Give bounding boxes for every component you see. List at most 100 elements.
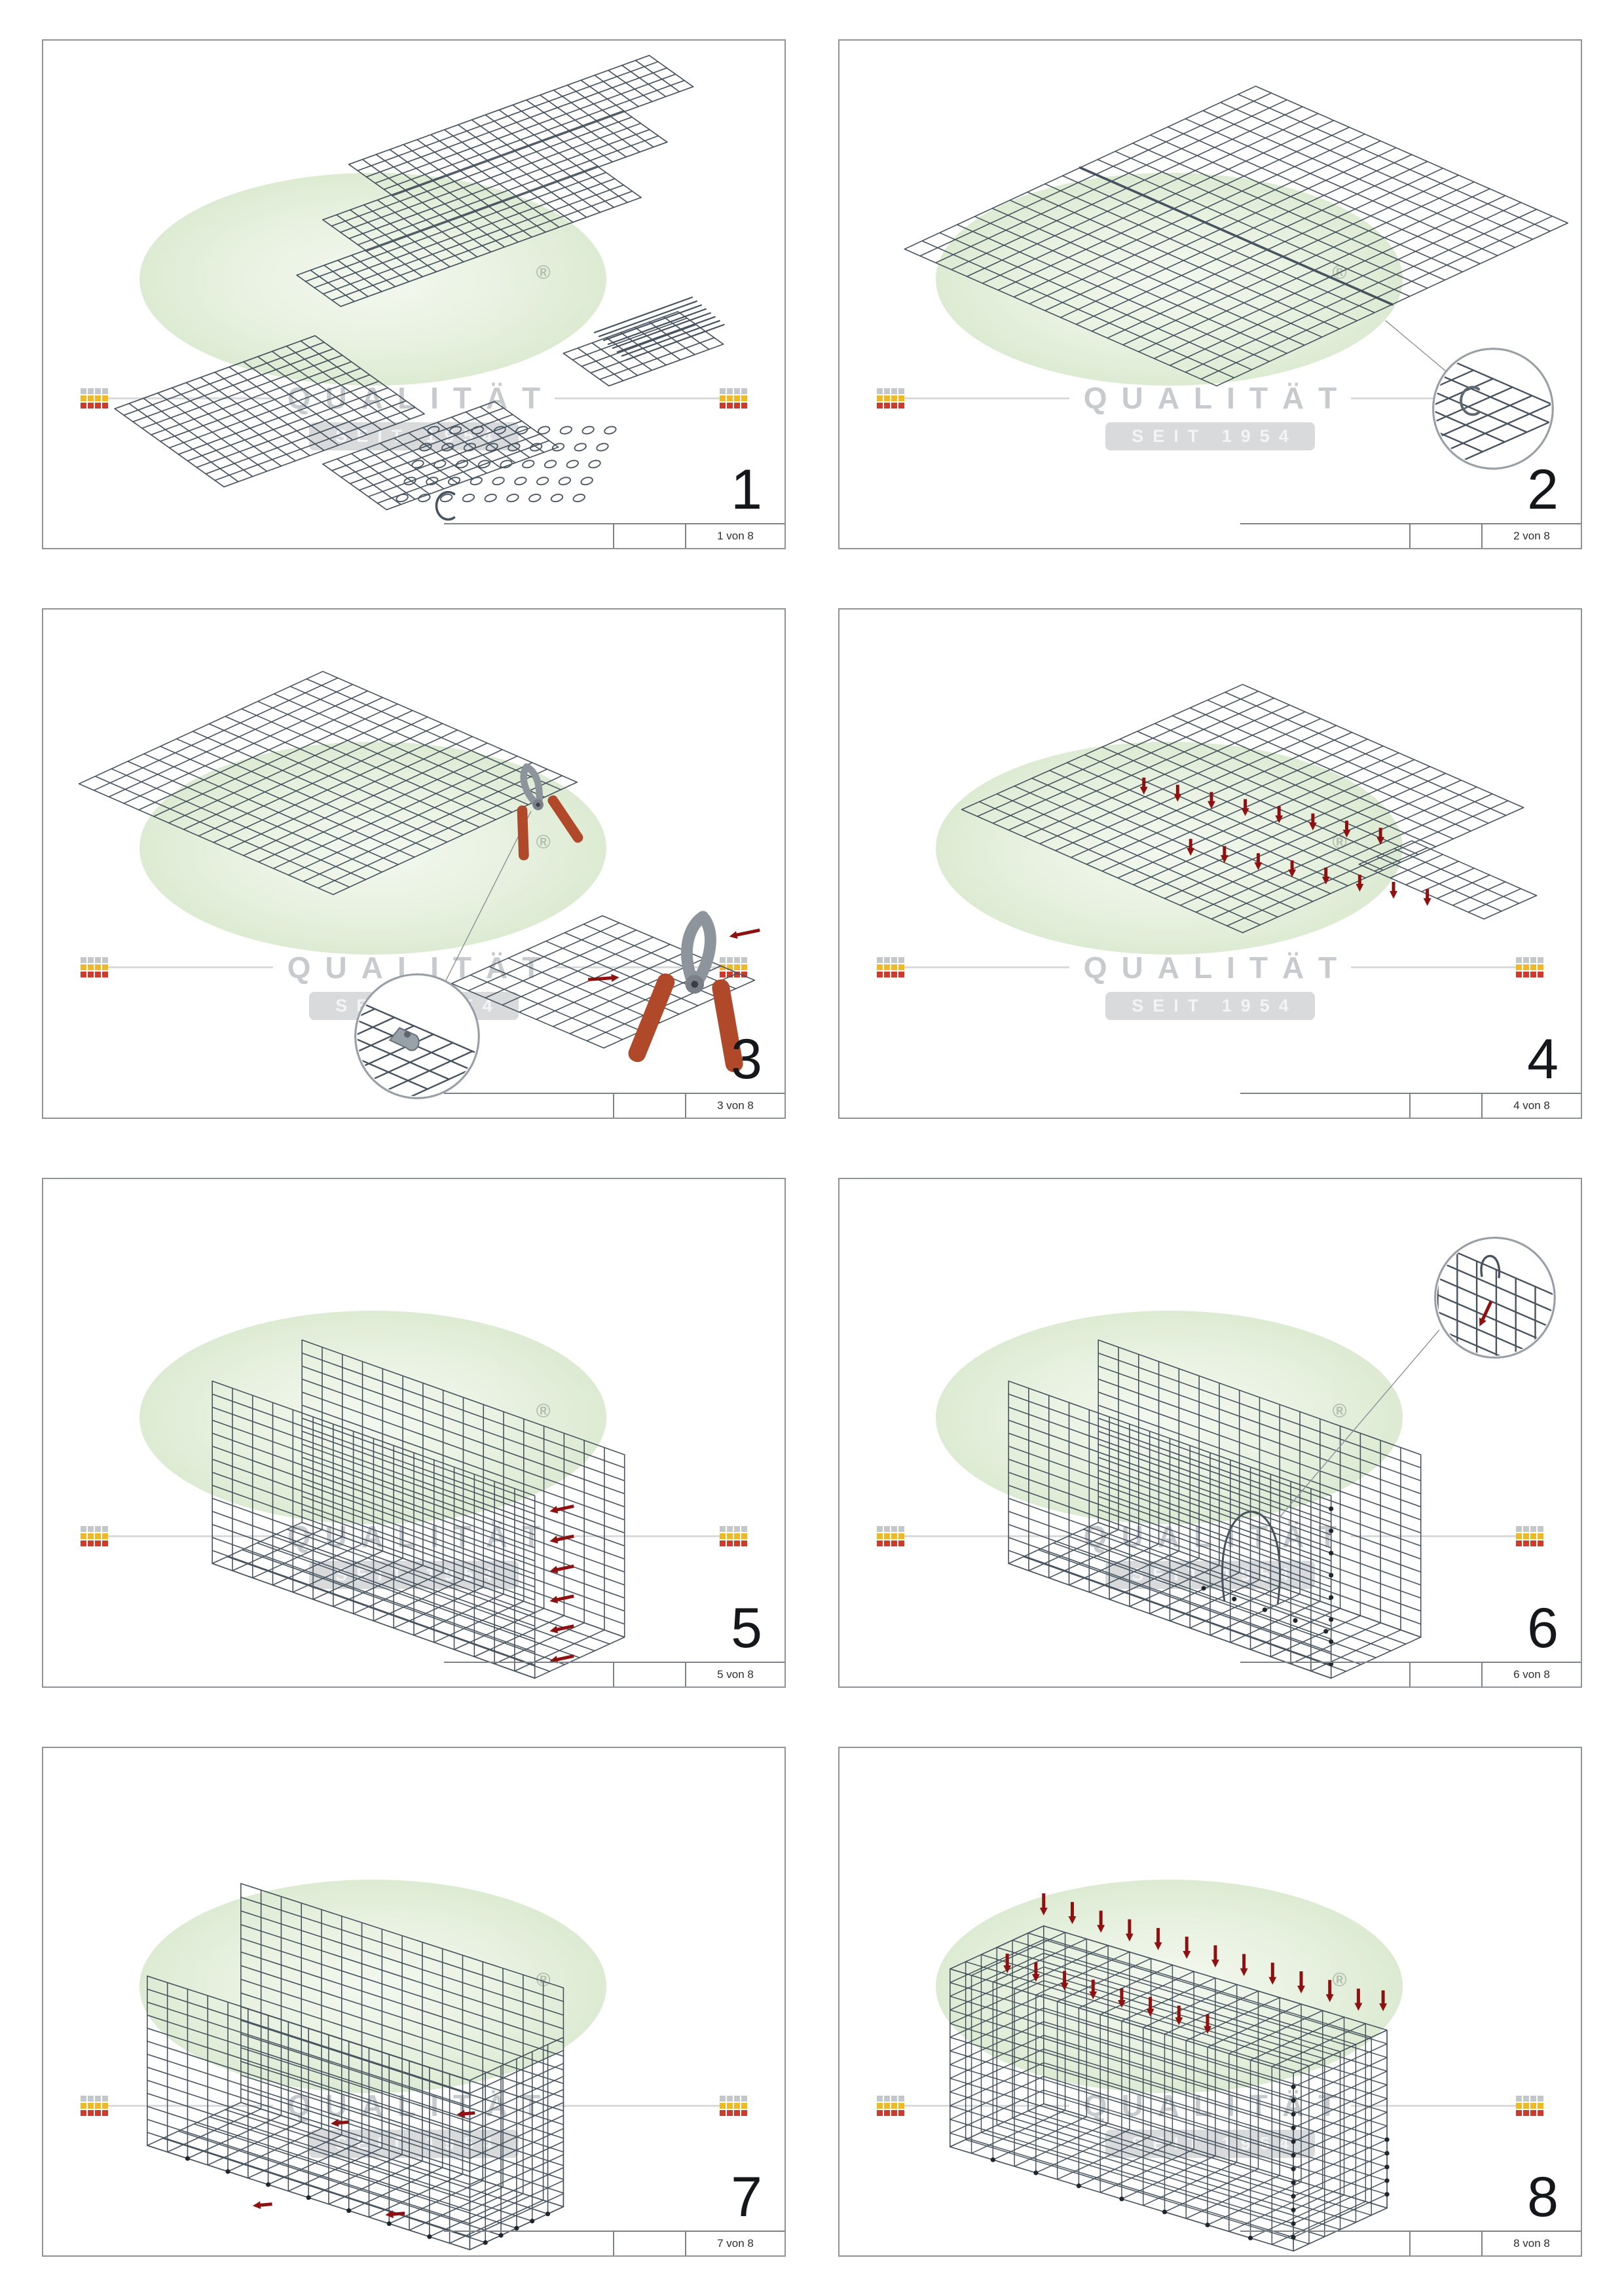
logo-pixel xyxy=(898,2109,904,2116)
titleblock-line xyxy=(444,1661,784,1663)
logo-pixel xyxy=(80,402,86,409)
divider-line xyxy=(555,2104,720,2107)
logo-pixel xyxy=(734,972,741,978)
logo-pixel xyxy=(876,2109,883,2116)
logo-pixel xyxy=(94,388,101,394)
divider-line xyxy=(1351,966,1517,969)
sheet-info-label xyxy=(614,2232,686,2255)
logo-pixel xyxy=(101,2095,108,2102)
logo-pixel xyxy=(87,1526,94,1533)
titleblock-line xyxy=(1240,1092,1581,1094)
panel-scene xyxy=(43,1179,784,1686)
logo-pixel xyxy=(1516,2095,1522,2102)
logo-pixel xyxy=(101,402,108,409)
logo-pixel xyxy=(80,2095,86,2102)
logo-pixel xyxy=(891,972,897,978)
logo-pixel xyxy=(734,1540,741,1547)
logo-pixel xyxy=(720,2109,726,2116)
divider-line xyxy=(107,397,273,399)
divider-line xyxy=(1351,2104,1517,2107)
logo-pixel xyxy=(87,388,94,394)
logo-pixel xyxy=(734,388,741,394)
brand-logo-right-icon xyxy=(720,2095,748,2116)
sheet-info-label xyxy=(614,524,686,549)
step-number: 6 xyxy=(1527,1596,1559,1660)
logo-pixel xyxy=(898,402,904,409)
logo-pixel xyxy=(80,1526,86,1533)
logo-pixel xyxy=(891,1533,897,1540)
sheet-info-label xyxy=(1411,1093,1483,1118)
sheet-info-label xyxy=(1411,1662,1483,1686)
brand-logo-right-icon xyxy=(720,1526,748,1547)
logo-pixel xyxy=(87,2102,94,2109)
logo-pixel xyxy=(94,964,101,971)
watermark-text: QUALITÄT xyxy=(1083,2088,1352,2123)
logo-pixel xyxy=(720,1540,726,1547)
logo-pixel xyxy=(891,395,897,401)
logo-pixel xyxy=(727,1540,733,1547)
divider-line xyxy=(555,966,720,969)
brand-logo-left-icon xyxy=(876,1526,904,1547)
logo-pixel xyxy=(720,957,726,964)
step-number: 4 xyxy=(1527,1027,1559,1091)
logo-pixel xyxy=(1538,957,1544,964)
sheet-info-box: 1 von 8 xyxy=(613,524,784,549)
logo-pixel xyxy=(727,2095,733,2102)
logo-pixel xyxy=(1516,1526,1522,1533)
logo-pixel xyxy=(891,402,897,409)
logo-pixel xyxy=(1523,1533,1530,1540)
sheet-page-label: 5 von 8 xyxy=(717,1667,754,1681)
registered-mark: ® xyxy=(536,1400,551,1422)
logo-pixel xyxy=(720,2102,726,2109)
logo-pixel xyxy=(94,395,101,401)
sheet-info-label xyxy=(1411,2232,1483,2255)
logo-pixel xyxy=(94,972,101,978)
logo-pixel xyxy=(1538,1526,1544,1533)
logo-pixel xyxy=(80,964,86,971)
logo-pixel xyxy=(1523,2109,1530,2116)
watermark-row: QUALITÄT xyxy=(876,2088,1544,2123)
logo-pixel xyxy=(876,972,883,978)
logo-pixel xyxy=(94,2109,101,2116)
logo-pixel xyxy=(1523,1540,1530,1547)
titleblock-line xyxy=(444,2231,784,2232)
logo-pixel xyxy=(1538,2095,1544,2102)
sheet-page-label: 2 von 8 xyxy=(1513,530,1550,543)
logo-pixel xyxy=(876,2095,883,2102)
logo-pixel xyxy=(1523,2102,1530,2109)
registered-mark: ® xyxy=(536,831,551,853)
brand-logo-right-icon xyxy=(720,388,748,409)
logo-pixel xyxy=(80,2102,86,2109)
sheet-page-label: 6 von 8 xyxy=(1513,1667,1550,1681)
brand-logo-left-icon xyxy=(80,957,108,978)
logo-pixel xyxy=(876,1540,883,1547)
logo-pixel xyxy=(741,1540,748,1547)
logo-pixel xyxy=(80,1533,86,1540)
brand-logo-left-icon xyxy=(876,957,904,978)
step-number: 1 xyxy=(731,458,762,522)
logo-pixel xyxy=(1538,1540,1544,1547)
logo-pixel xyxy=(1523,964,1530,971)
logo-pixel xyxy=(1538,1533,1544,1540)
logo-pixel xyxy=(80,957,86,964)
sheet-page-label: 1 von 8 xyxy=(717,530,754,543)
divider-line xyxy=(107,966,273,969)
logo-pixel xyxy=(741,972,748,978)
logo-pixel xyxy=(94,1526,101,1533)
logo-pixel xyxy=(94,2102,101,2109)
panel-step-6: ® QUALITÄT SEIT 1954 6 6 von 8 xyxy=(838,1177,1582,1688)
logo-pixel xyxy=(891,957,897,964)
logo-pixel xyxy=(94,402,101,409)
logo-pixel xyxy=(891,2095,897,2102)
logo-pixel xyxy=(87,402,94,409)
logo-pixel xyxy=(898,2102,904,2109)
logo-pixel xyxy=(1538,2102,1544,2109)
logo-pixel xyxy=(101,388,108,394)
logo-pixel xyxy=(876,388,883,394)
sheet-info-box: 2 von 8 xyxy=(1409,524,1581,549)
watermark-subtext: SEIT 1954 xyxy=(1105,991,1315,1020)
logo-pixel xyxy=(734,395,741,401)
logo-pixel xyxy=(720,388,726,394)
sheet-info-box: 5 von 8 xyxy=(613,1662,784,1686)
logo-pixel xyxy=(891,2109,897,2116)
